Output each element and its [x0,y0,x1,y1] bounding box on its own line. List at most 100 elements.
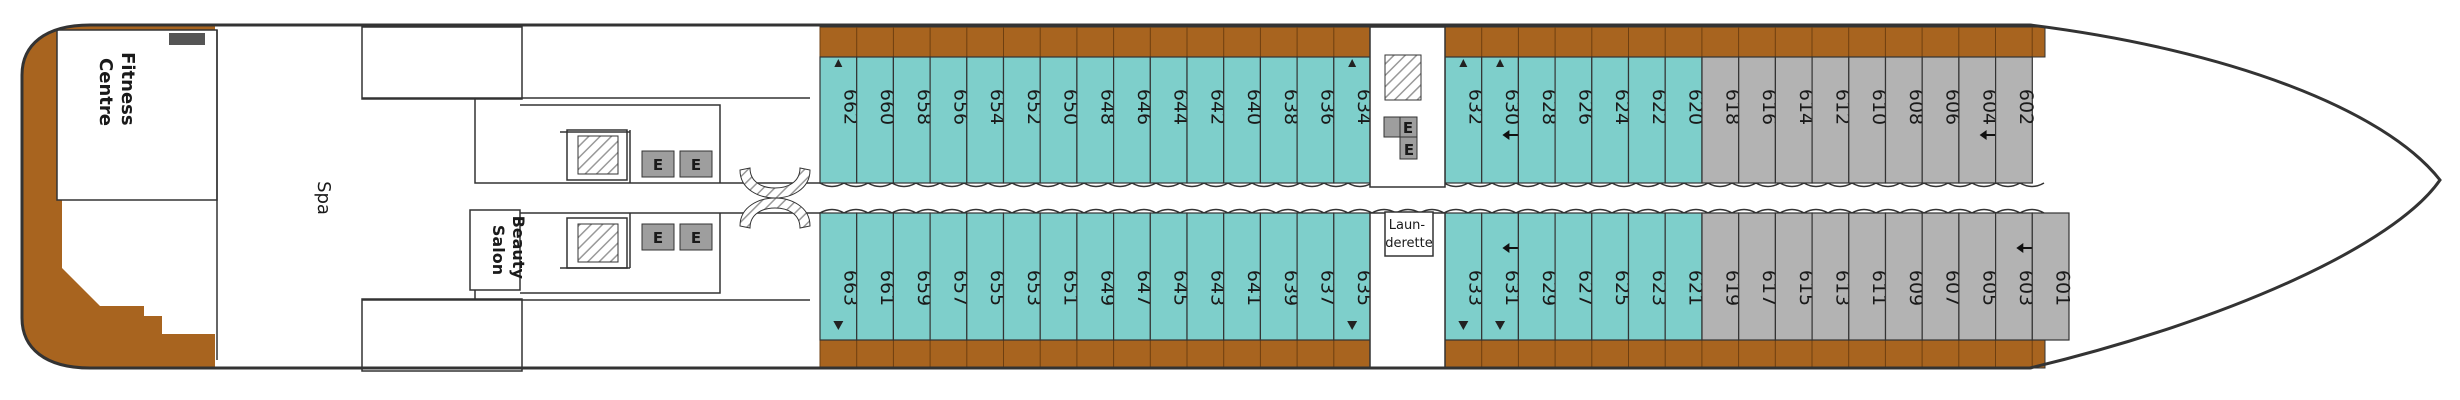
cabin-618[interactable]: 618 [1701,56,1743,184]
lifeboats-top [361,26,810,372]
launderette-line-1: Laun- [1389,218,1426,233]
cabin-611[interactable]: 611 [1848,212,1890,341]
cabin-624[interactable]: 624 [1591,56,1633,184]
cabin-636[interactable]: 636 [1296,56,1338,184]
cabin-645[interactable]: 645 [1149,212,1192,341]
cabin-610[interactable]: 610 [1848,56,1890,184]
cabin-number-652: 652 [1023,89,1045,125]
cabin-623[interactable]: 623 [1627,212,1670,341]
cabin-number-604: 604 [1978,89,2000,125]
cabin-601[interactable]: 601 [2031,212,2074,341]
cabin-658[interactable]: 658 [892,56,935,184]
cabin-634[interactable]: 634 [1333,56,1375,184]
cabin-614[interactable]: 614 [1774,56,1817,184]
cabin-number-644: 644 [1170,89,1192,125]
cabin-637[interactable]: 637 [1296,212,1338,341]
cabin-654[interactable]: 654 [966,56,1008,184]
vent-grille [169,33,205,45]
cabin-606[interactable]: 606 [1921,56,1964,184]
cabin-647[interactable]: 647 [1112,212,1155,341]
cabin-655[interactable]: 655 [966,212,1008,341]
cabin-number-645: 645 [1170,270,1192,306]
cabin-656[interactable]: 656 [929,56,971,184]
cabin-number-636: 636 [1316,89,1338,125]
cabin-646[interactable]: 646 [1112,56,1155,184]
cabin-619[interactable]: 619 [1701,212,1743,341]
cabin-608[interactable]: 608 [1884,56,1927,184]
triangle-marker-635 [1347,321,1358,330]
triangle-marker-634 [1348,59,1357,67]
cabin-626[interactable]: 626 [1554,56,1596,184]
cabin-649[interactable]: 649 [1076,212,1118,341]
cabin-number-637: 637 [1316,270,1338,306]
cabin-622[interactable]: 622 [1627,56,1670,184]
fitness-line-1: Fitness [117,52,138,126]
cabin-number-640: 640 [1243,89,1265,125]
cabin-602[interactable]: 602 [1994,56,2037,184]
cabin-641[interactable]: 641 [1223,212,1265,341]
cabin-644[interactable]: 644 [1149,56,1192,184]
elevator-aft-4 [679,223,713,251]
cabin-number-628: 628 [1538,89,1560,125]
cabin-633[interactable]: 633 [1444,212,1486,341]
wood-strip-3 [819,339,1372,369]
stairs-aft-bottom [577,223,619,263]
staircase-midships [739,167,811,229]
cabin-number-647: 647 [1133,270,1155,306]
cabin-number-626: 626 [1574,89,1596,125]
fitness-centre-label: Fitness Centre [95,52,138,132]
cabin-653[interactable]: 653 [1002,212,1045,341]
cabin-612[interactable]: 612 [1811,56,1853,184]
cabin-607[interactable]: 607 [1921,212,1964,341]
cabin-number-601: 601 [2052,270,2074,306]
launderette-label: Laun- derette [1385,218,1433,251]
cabin-number-646: 646 [1133,89,1155,125]
triangle-marker-662 [834,59,843,67]
cabin-629[interactable]: 629 [1517,212,1560,341]
cabin-627[interactable]: 627 [1554,212,1596,341]
cabin-650[interactable]: 650 [1039,56,1082,184]
cabin-651[interactable]: 651 [1039,212,1082,341]
cabin-625[interactable]: 625 [1591,212,1633,341]
cabin-639[interactable]: 639 [1259,212,1302,341]
cabin-615[interactable]: 615 [1774,212,1817,341]
cabin-number-641: 641 [1243,270,1265,306]
cabin-605[interactable]: 605 [1958,212,2000,341]
cabin-number-609: 609 [1905,270,1927,306]
cabin-number-661: 661 [876,270,898,306]
cabin-number-603: 603 [2015,270,2037,306]
cabin-659[interactable]: 659 [892,212,935,341]
cabin-628[interactable]: 628 [1517,56,1560,184]
cabin-643[interactable]: 643 [1186,212,1228,341]
cabin-number-642: 642 [1206,89,1228,125]
cabin-648[interactable]: 648 [1076,56,1118,184]
cabin-617[interactable]: 617 [1738,212,1780,341]
cabin-number-648: 648 [1096,89,1118,125]
cabin-number-623: 623 [1648,270,1670,306]
cabin-609[interactable]: 609 [1884,212,1927,341]
cabin-663[interactable]: 663 [819,212,861,341]
cabin-657[interactable]: 657 [929,212,971,341]
wood-strip-2 [1444,26,2046,58]
cabin-638[interactable]: 638 [1259,56,1302,184]
cabin-number-658: 658 [913,89,935,125]
cabin-621[interactable]: 621 [1664,212,1707,341]
cabin-number-651: 651 [1060,270,1082,306]
cabin-662[interactable]: 662 [819,56,861,184]
cabin-number-611: 611 [1868,270,1890,306]
cabin-620[interactable]: 620 [1664,56,1707,184]
cabin-631[interactable]: 631 [1481,212,1535,341]
cabin-number-656: 656 [949,89,971,125]
cabin-635[interactable]: 635 [1333,212,1375,341]
cabin-652[interactable]: 652 [1002,56,1045,184]
cabin-640[interactable]: 640 [1223,56,1265,184]
cabin-613[interactable]: 613 [1811,212,1853,341]
cabin-661[interactable]: 661 [856,212,898,341]
cabin-642[interactable]: 642 [1186,56,1228,184]
cabin-616[interactable]: 616 [1738,56,1780,184]
cabin-632[interactable]: 632 [1444,56,1486,184]
cabin-630[interactable]: 630 [1481,56,1535,184]
beauty-line-2: Salon [489,225,508,275]
cabin-660[interactable]: 660 [856,56,898,184]
